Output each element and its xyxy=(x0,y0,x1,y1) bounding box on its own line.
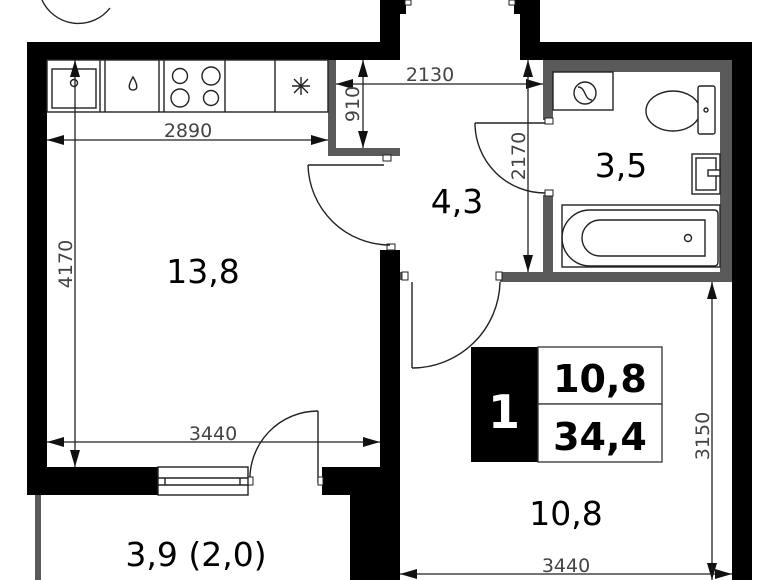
water-drop-icon xyxy=(128,75,138,91)
room-door xyxy=(411,281,501,369)
area-bathroom: 3,5 xyxy=(595,146,647,185)
dim-room-width: 3440 xyxy=(542,555,590,577)
dim-hall-niche: 910 xyxy=(342,86,364,122)
badge-rooms-count: 1 xyxy=(488,385,520,439)
stove-icon xyxy=(170,66,221,108)
dim-room-depth: 3150 xyxy=(692,412,714,460)
washbasin-icon xyxy=(691,153,721,195)
balcony-door xyxy=(249,410,319,484)
area-kitchen-living: 13,8 xyxy=(166,252,239,291)
bathtub-icon xyxy=(561,204,721,268)
fridge-snowflake-icon xyxy=(292,77,310,95)
dim-kitchen-width: 2890 xyxy=(164,120,212,142)
toilet-icon xyxy=(645,85,716,135)
dim-hall-width: 2130 xyxy=(406,64,454,86)
outer-walls xyxy=(27,0,752,580)
partitions xyxy=(35,60,732,580)
area-bedroom: 10,8 xyxy=(529,494,602,533)
apartment-badge: 1 10,8 34,4 xyxy=(471,346,663,463)
compass-icon xyxy=(41,0,111,25)
bathroom-door xyxy=(474,122,546,194)
dimension-lines xyxy=(47,60,732,580)
dim-hall-depth: 2170 xyxy=(508,132,530,180)
window xyxy=(157,466,249,496)
bathroom-fixtures xyxy=(552,71,721,268)
kitchen-counter xyxy=(46,59,329,113)
area-hallway: 4,3 xyxy=(431,182,483,221)
washing-machine-icon xyxy=(573,81,597,105)
badge-total-area: 34,4 xyxy=(553,415,647,459)
kitchen-door xyxy=(307,164,391,246)
dim-kitchen-depth: 4170 xyxy=(55,240,77,288)
badge-living-area: 10,8 xyxy=(553,357,647,401)
doors xyxy=(247,122,546,486)
dim-kitchen-bottom-width: 3440 xyxy=(189,423,237,445)
area-balcony: 3,9 (2,0) xyxy=(125,535,266,574)
